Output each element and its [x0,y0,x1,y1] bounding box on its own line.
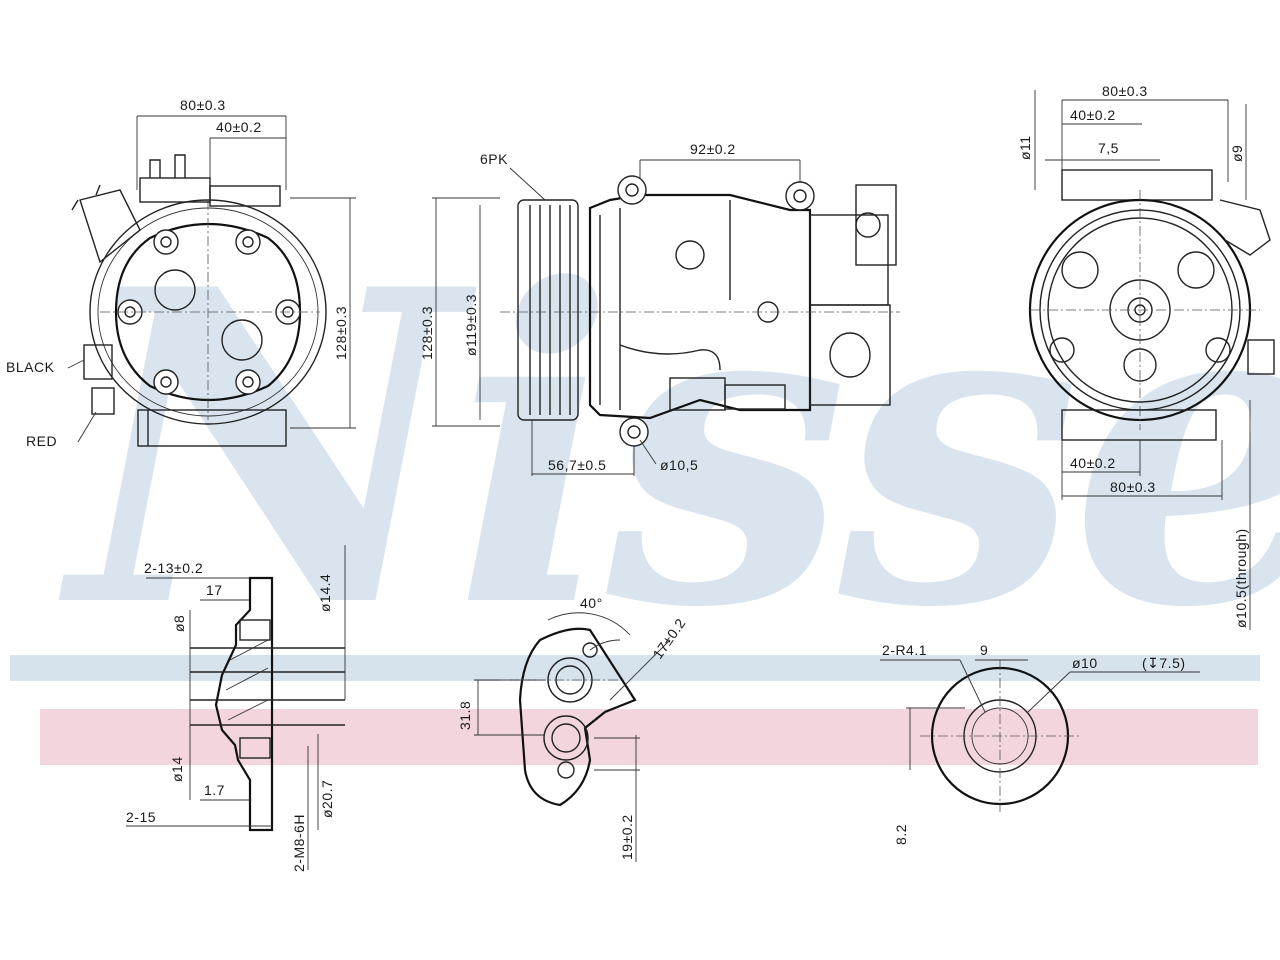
port-dim-17: 17 [206,582,223,598]
port-dia-20-7: ø20.7 [319,780,335,818]
port-dia-8: ø8 [171,615,187,632]
flange-view: 40° 17±0.2 31.8 19±0.2 [457,595,689,862]
side-dia-119: ø119±0.3 [463,294,479,356]
watermark-text: Nissens [57,197,1280,702]
rear-dia-11: ø11 [1017,135,1033,160]
rear-dim-7: 7,5 [1098,140,1119,156]
side-dia-10: ø10,5 [660,457,698,473]
flange-dim-19: 19±0.2 [619,814,635,860]
side-dim-56: 56,7±0.5 [548,457,606,473]
rear-view: 80±0.3 40±0.2 7,5 ø11 ø9 40±0.2 [1017,83,1275,630]
mount-radius: 2-R4.1 [882,642,927,658]
side-view: 128±0.3 ø119±0.3 92±0.2 6PK [419,141,900,476]
mount-dim-8-2: 8.2 [893,824,909,845]
brand-watermark: Nissens [10,197,1280,765]
side-height-128: 128±0.3 [419,306,435,360]
port-dim-1-7: 1.7 [204,782,225,798]
side-dim-92: 92±0.2 [690,141,736,157]
rear-bottom-80: 80±0.3 [1110,479,1156,495]
port-dim-2-15: 2-15 [126,809,156,825]
front-width-40: 40±0.2 [216,119,262,135]
rear-bottom-40: 40±0.2 [1070,455,1116,471]
mount-depth: (↧7.5) [1142,655,1186,671]
rear-width-80: 80±0.3 [1102,83,1148,99]
mount-view: 2-R4.1 9 ø10 (↧7.5) 8.2 [880,642,1200,845]
front-view: 80±0.3 40±0.2 128±0.3 [6,97,356,449]
front-height-128: 128±0.3 [333,306,349,360]
flange-dim-31-8: 31.8 [457,701,473,730]
rear-dia-9: ø9 [1229,145,1245,162]
port-dim-2-13: 2-13±0.2 [144,560,203,576]
mount-dia-10: ø10 [1072,655,1098,671]
port-dia-14: ø14 [169,756,185,782]
port-thread: 2-M8-6H [291,814,307,872]
flange-angle: 40° [580,595,603,611]
mount-dim-9: 9 [980,642,988,658]
rear-width-40: 40±0.2 [1070,107,1116,123]
front-width-80: 80±0.3 [180,97,226,113]
wire-black-label: BLACK [6,359,55,375]
belt-type-label: 6PK [480,151,508,167]
wire-red-label: RED [26,433,57,449]
port-section-view: 2-13±0.2 17 ø8 ø14.4 ø14 1.7 2-15 2-M8-6… [126,545,346,872]
rear-dia-through: ø10.5(through) [1233,528,1249,628]
port-dia-14-4: ø14.4 [317,574,333,612]
